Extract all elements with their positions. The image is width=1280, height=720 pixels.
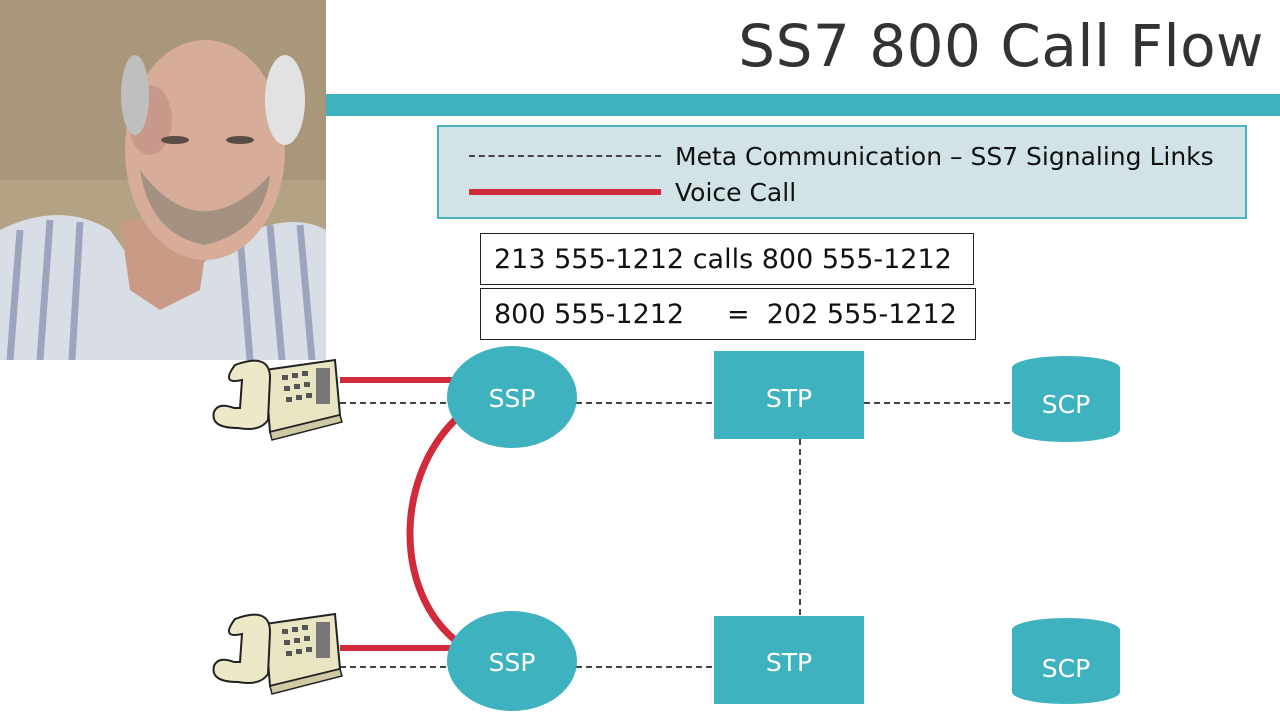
scp-node-bottom: SCP: [1012, 618, 1120, 704]
legend-signaling-label: Meta Communication – SS7 Signaling Links: [675, 141, 1214, 171]
legend-voice-label: Voice Call: [675, 177, 797, 207]
dashed-line-swatch: [469, 155, 661, 157]
legend-signaling-row: Meta Communication – SS7 Signaling Links: [469, 139, 1214, 173]
slide-title: SS7 800 Call Flow: [738, 12, 1264, 80]
call-info-line1: 213 555-1212 calls 800 555-1212: [480, 233, 974, 285]
stp-bottom-label: STP: [766, 648, 812, 677]
ssp-bottom-label: SSP: [489, 648, 536, 677]
presenter-webcam: [0, 0, 326, 360]
title-accent-bar: [326, 94, 1280, 116]
stp-top-label: STP: [766, 384, 812, 413]
ssp-node-top: SSP: [447, 346, 577, 448]
presenter-video-image: [0, 0, 326, 360]
voice-line-swatch: [469, 189, 661, 195]
legend-voice-row: Voice Call: [469, 175, 796, 209]
call-info-line2: 800 555-1212 = 202 555-1212: [480, 288, 976, 340]
ssp-top-label: SSP: [489, 384, 536, 413]
legend-box: Meta Communication – SS7 Signaling Links…: [437, 125, 1247, 219]
stp-node-top: STP: [714, 351, 864, 439]
scp-bottom-label: SCP: [1042, 654, 1090, 683]
desk-telephone-icon: [212, 358, 343, 441]
voice-trunk-ssp-ssp: [406, 417, 458, 643]
scp-top-label: SCP: [1042, 390, 1090, 419]
stp-node-bottom: STP: [714, 616, 864, 704]
scp-node-top: SCP: [1012, 356, 1120, 442]
ssp-node-bottom: SSP: [447, 611, 577, 711]
desk-telephone-icon: [212, 612, 343, 695]
